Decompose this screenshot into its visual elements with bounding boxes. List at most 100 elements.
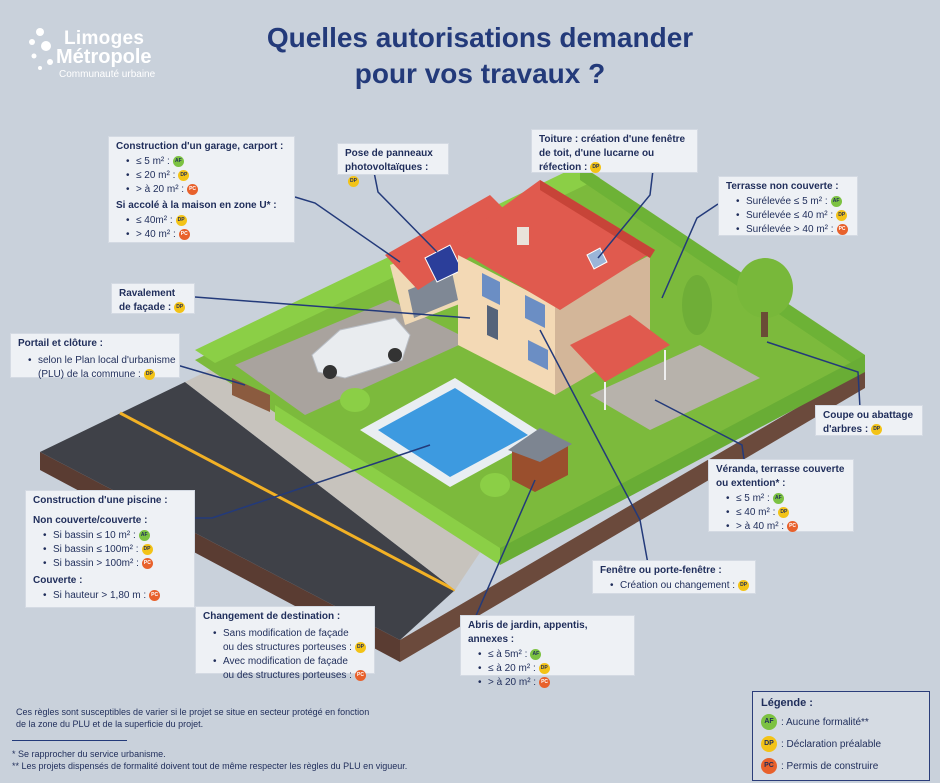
legend: Légende : AF: Aucune formalité** DP: Déc… <box>752 691 930 781</box>
tree <box>737 258 793 318</box>
list-item: > à 20 m² :PC <box>116 183 287 197</box>
facade-line-1: Ravalement <box>119 288 176 299</box>
dp-badge: DP <box>871 423 883 435</box>
terrace-info-box: Terrasse non couverte : Surélevée ≤ 5 m²… <box>718 176 858 237</box>
logo-limoges-metropole: Limoges Métropole Communauté urbaine <box>26 24 176 80</box>
dp-badge: DP <box>178 169 190 181</box>
road <box>40 382 455 640</box>
gate-info-box: Portail et clôture : selon le Plan local… <box>10 333 180 380</box>
disclaimer: Ces règles sont susceptibles de varier s… <box>16 706 436 730</box>
list-item: Sans modification de façade <box>203 627 367 641</box>
list-item: Surélevée > 40 m² :PC <box>726 223 850 237</box>
bush-1 <box>340 388 370 412</box>
list-item: Si hauteur > 1,80 m :PC <box>33 589 187 603</box>
shed-info-box: Abris de jardin, appentis, annexes : ≤ à… <box>460 615 635 690</box>
cypress-tree <box>682 275 712 335</box>
patio <box>590 345 760 430</box>
legend-title: Légende : <box>761 697 813 709</box>
footnote-1: * Se rapprocher du service urbanisme. <box>12 749 166 759</box>
pc-badge: PC <box>178 228 190 240</box>
chimney <box>517 227 529 245</box>
hedge-front-left <box>275 405 500 565</box>
list-item: ≤ 5 m² :AF <box>116 155 287 169</box>
list-item: ≤ 5 m² :AF <box>716 492 846 506</box>
list-item: Avec modification de façade <box>203 655 367 669</box>
list-item: ≤ 20 m² :DP <box>116 169 287 183</box>
garage-heading: Construction d'un garage, carport : <box>116 141 284 152</box>
list-item: ≤ 40m² :DP <box>116 214 287 228</box>
list-item: > à 40 m² :PC <box>716 520 846 534</box>
house-roof <box>450 180 655 310</box>
window-info-box: Fenêtre ou porte-fenêtre : Création ou c… <box>592 560 756 594</box>
dp-badge: DP <box>174 301 186 313</box>
disclaimer-line-1: Ces règles sont susceptibles de varier s… <box>16 707 370 717</box>
pool-heading: Construction d'une piscine : <box>33 495 168 506</box>
pool-sub-heading-1: Non couverte/couverte : <box>33 515 148 526</box>
garage-info-box: Construction d'un garage, carport : ≤ 5 … <box>108 136 295 243</box>
hedge-front-right <box>500 355 865 565</box>
roof-line-2: de toit, d'une lucarne ou <box>539 148 655 159</box>
list-item: Si bassin > 100m² :PC <box>33 557 187 571</box>
list-item: Création ou changement :DP <box>600 579 750 593</box>
af-badge: AF <box>772 492 784 504</box>
ground-side-right <box>400 368 865 662</box>
dp-badge: DP <box>761 736 777 753</box>
veranda-info-box: Véranda, terrasse couverte ou extention*… <box>708 459 854 534</box>
garage-roof <box>385 195 520 290</box>
dp-badge: DP <box>143 368 155 380</box>
roof-info-box: Toiture : création d'une fenêtre de toit… <box>531 129 698 173</box>
legend-item-pc: PC: Permis de construire <box>761 756 921 778</box>
dp-badge: DP <box>141 543 153 555</box>
list-item: > 40 m² :PC <box>116 228 287 242</box>
pool-info-box: Construction d'une piscine : Non couvert… <box>25 490 195 608</box>
list-item: ≤ 40 m² :DP <box>716 506 846 520</box>
front-door <box>487 305 498 340</box>
list-item: selon le Plan local d'urbanisme <box>18 354 176 368</box>
list-item: ≤ à 20 m² :DP <box>468 662 627 676</box>
list-item: Surélevée ≤ 40 m² :DP <box>726 209 850 223</box>
dp-badge: DP <box>348 175 359 187</box>
pc-badge: PC <box>187 183 199 195</box>
logo-line-2: Métropole <box>56 46 152 68</box>
list-item: Si bassin ≤ 100m² :DP <box>33 543 187 557</box>
footnotes: * Se rapprocher du service urbanisme. **… <box>12 748 732 772</box>
veranda-line-1: Véranda, terrasse couverte <box>716 464 845 475</box>
trees-line-2: d'arbres :DP <box>823 423 915 437</box>
pc-badge: PC <box>539 676 551 688</box>
pc-badge: PC <box>787 520 799 532</box>
facade-line-2: de façade :DP <box>119 301 187 315</box>
pointer-lines <box>159 169 861 619</box>
title-line-2: pour vos travaux ? <box>354 58 606 89</box>
solar-line-2: photovoltaïques :DP <box>345 161 441 189</box>
legend-item-dp: DP: Déclaration préalable <box>761 734 921 756</box>
af-badge: AF <box>830 195 842 207</box>
dp-badge: DP <box>590 161 602 173</box>
gate <box>232 378 270 412</box>
logo-line-1: Limoges <box>64 28 145 49</box>
pc-badge: PC <box>761 758 777 775</box>
window-heading: Fenêtre ou porte-fenêtre : <box>600 565 722 576</box>
disclaimer-line-2: de la zone du PLU et de la superficie du… <box>16 719 204 729</box>
dp-badge: DP <box>354 641 366 653</box>
roof-line-1: Toiture : création d'une fenêtre <box>539 134 686 145</box>
bush-2 <box>480 473 510 497</box>
list-item: ou des structures porteuses :PC <box>203 669 367 683</box>
car <box>311 317 411 379</box>
house-side-wall <box>555 255 650 395</box>
af-badge: AF <box>138 529 150 541</box>
af-badge: AF <box>530 648 542 660</box>
logo-line-3: Communauté urbaine <box>59 69 156 80</box>
list-item: Surélevée ≤ 5 m² :AF <box>726 195 850 209</box>
destination-heading: Changement de destination : <box>203 611 341 622</box>
page-title: Quelles autorisations demander pour vos … <box>200 20 760 92</box>
list-item: Si bassin ≤ 10 m² :AF <box>33 529 187 543</box>
list-item: ≤ à 5m² :AF <box>468 648 627 662</box>
solar-line-1: Pose de panneaux <box>345 148 433 159</box>
pool-sub-heading-2: Couverte : <box>33 575 83 586</box>
legend-item-af: AF: Aucune formalité** <box>761 712 921 734</box>
shed-heading: Abris de jardin, appentis, annexes : <box>468 620 588 645</box>
veranda-line-2: ou extention* : <box>716 478 786 489</box>
window-3 <box>528 340 548 370</box>
af-badge: AF <box>761 714 777 731</box>
footnote-divider <box>12 740 127 741</box>
